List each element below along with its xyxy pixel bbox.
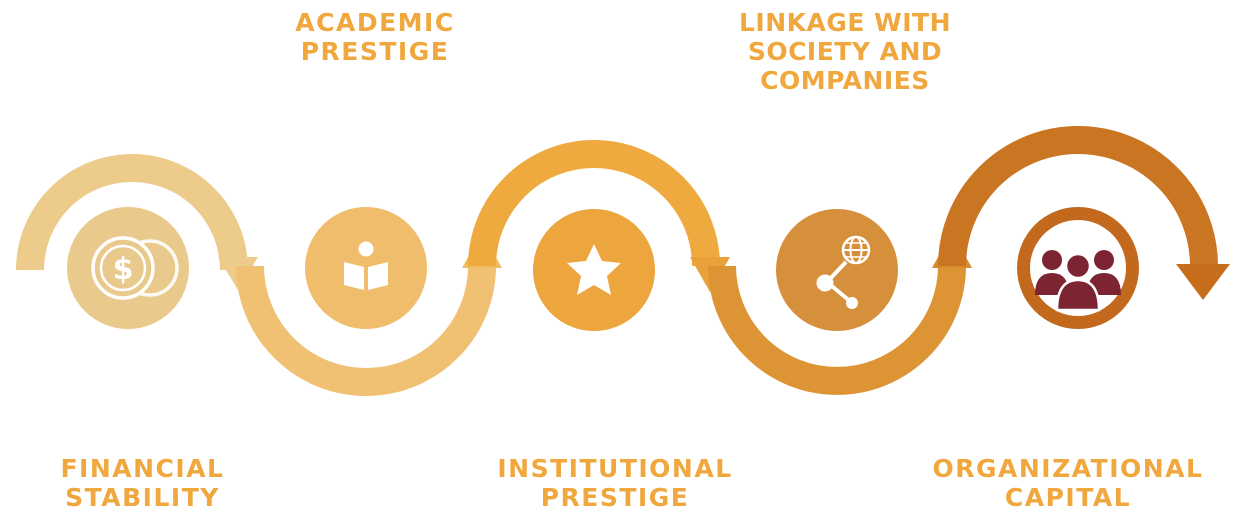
- globe-network-icon: [816, 235, 871, 309]
- book-reader-icon: [344, 241, 388, 290]
- stage-circle-2: [305, 207, 427, 329]
- stage-1: $: [67, 207, 189, 329]
- label-academic-prestige: ACADEMIC PRESTIGE: [240, 8, 510, 66]
- label-line: SOCIETY AND: [747, 37, 943, 66]
- label-organizational-capital: ORGANIZATIONAL CAPITAL: [898, 454, 1238, 512]
- label-financial-stability: FINANCIAL STABILITY: [10, 454, 275, 512]
- label-line: LINKAGE WITH: [738, 8, 952, 37]
- people-group-icon: [1035, 250, 1121, 312]
- stage-2: [305, 207, 427, 329]
- label-line: ACADEMIC: [295, 8, 455, 37]
- dollar-coins-icon: $: [91, 236, 179, 300]
- stage-4: [776, 209, 898, 331]
- star-icon: [567, 244, 621, 295]
- label-line: STABILITY: [65, 483, 220, 512]
- label-line: COMPANIES: [760, 66, 930, 95]
- svg-text:$: $: [113, 252, 134, 287]
- label-line: FINANCIAL: [60, 454, 225, 483]
- label-line: INSTITUTIONAL: [497, 454, 733, 483]
- label-line: ORGANIZATIONAL: [932, 454, 1204, 483]
- label-institutional-prestige: INSTITUTIONAL PRESTIGE: [450, 454, 780, 512]
- flow-wave: [16, 126, 1230, 396]
- flow-arc-2: [236, 265, 496, 396]
- flow-arc-3: [468, 140, 720, 267]
- label-line: PRESTIGE: [300, 37, 450, 66]
- label-linkage-with-society: LINKAGE WITH SOCIETY AND COMPANIES: [690, 8, 1000, 95]
- stage-3: [533, 209, 655, 331]
- flow-arc-1: [16, 154, 248, 271]
- flow-arc-4: [708, 265, 966, 395]
- stage-5: [1017, 207, 1139, 329]
- flow-arc-5: [938, 126, 1218, 267]
- label-line: PRESTIGE: [540, 483, 690, 512]
- label-line: CAPITAL: [1004, 483, 1132, 512]
- flow-arrowhead-5: [1176, 264, 1230, 300]
